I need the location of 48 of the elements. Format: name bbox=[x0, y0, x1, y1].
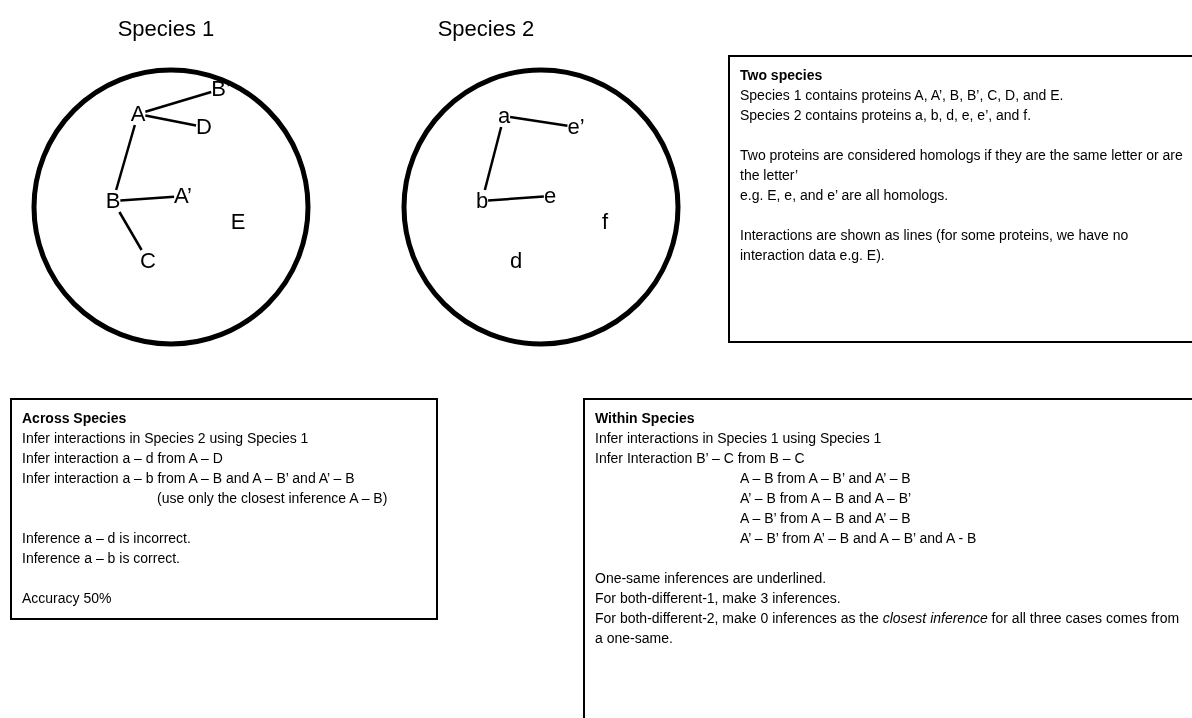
interaction-line bbox=[509, 115, 568, 127]
protein-label: B bbox=[105, 190, 121, 212]
interaction-line bbox=[483, 126, 503, 191]
panel-text: For both-different-1, make 3 inferences. bbox=[595, 589, 842, 608]
protein-label: C bbox=[140, 250, 156, 272]
species-title: Species 1 bbox=[116, 16, 216, 42]
interaction-line bbox=[145, 114, 197, 127]
panel-text: Infer Interaction B’ – C from B – C bbox=[595, 449, 806, 468]
interaction-line bbox=[120, 195, 175, 202]
text-panel bbox=[728, 55, 1192, 343]
protein-label: f bbox=[601, 211, 609, 233]
protein-label: d bbox=[509, 250, 523, 272]
text-panel bbox=[10, 398, 438, 620]
protein-label: a bbox=[497, 105, 511, 127]
panel-text: Infer interactions in Species 1 using Species 1 bbox=[595, 429, 883, 448]
interaction-line bbox=[488, 195, 544, 202]
interaction-line bbox=[145, 90, 212, 113]
panel-text: For both-different-2, make 0 inferences as the closest inference for all three cases comes from a one-same. bbox=[595, 609, 1181, 648]
panel-text: (use only the closest inference A – B) bbox=[156, 489, 389, 508]
panel-text: A – B’ from A – B and A’ – B bbox=[739, 509, 912, 528]
protein-label: e bbox=[543, 185, 557, 207]
protein-label: b bbox=[475, 190, 489, 212]
panel-text: Interactions are shown as lines (for some proteins, we have no interaction data e.g. E). bbox=[740, 226, 1130, 265]
panel-text: Accuracy 50% bbox=[22, 589, 113, 608]
panel-text: Species 1 contains proteins A, A’, B, B’, C, D, and E. bbox=[740, 86, 1065, 105]
protein-label: A’ bbox=[174, 185, 192, 207]
panel-text: Inference a – b is correct. bbox=[22, 549, 181, 568]
panel-text: A – B from A – B’ and A’ – B bbox=[739, 469, 912, 488]
panel-text: A’ – B from A – B and A – B’ bbox=[739, 489, 913, 508]
panel-heading: Across Species bbox=[22, 409, 128, 428]
panel-text: Inference a – d is incorrect. bbox=[22, 529, 192, 548]
interaction-line bbox=[114, 124, 137, 191]
panel-text: A’ – B’ from A’ – B and A – B’ and A - B bbox=[739, 529, 978, 548]
species-title: Species 2 bbox=[436, 16, 536, 42]
panel-text: Infer interaction a – b from A – B and A – B’ and A’ – B bbox=[22, 469, 356, 488]
panel-text: Species 2 contains proteins a, b, d, e, e’, and f. bbox=[740, 106, 1033, 125]
text-panel bbox=[583, 398, 1192, 718]
protein-label: E bbox=[230, 211, 246, 233]
panel-heading: Within Species bbox=[595, 409, 696, 428]
panel-text: Infer interaction a – d from A – D bbox=[22, 449, 224, 468]
panel-heading: Two species bbox=[740, 66, 824, 85]
panel-text: e.g. E, e, and e’ are all homologs. bbox=[740, 186, 950, 205]
protein-label: A bbox=[130, 103, 146, 125]
panel-text: Infer interactions in Species 2 using Species 1 bbox=[22, 429, 310, 448]
protein-label: D bbox=[196, 116, 212, 138]
interaction-line bbox=[118, 211, 143, 251]
protein-label: e’ bbox=[567, 116, 585, 138]
panel-text: One-same inferences are underlined. bbox=[595, 569, 828, 588]
